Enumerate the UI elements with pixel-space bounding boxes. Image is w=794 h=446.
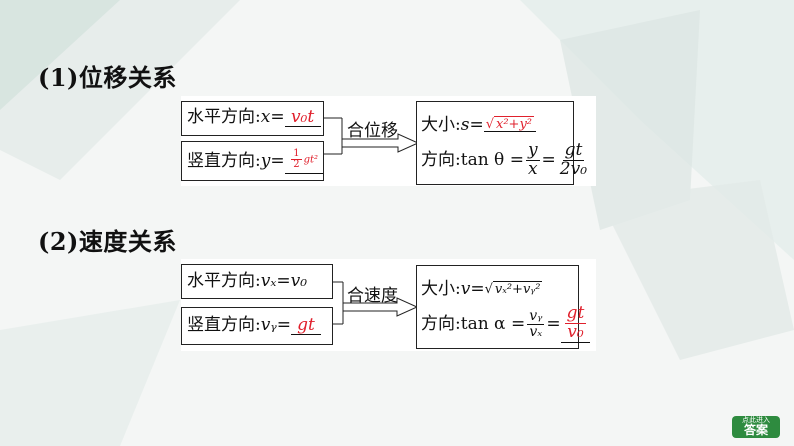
s2-vertical-box: 竖直方向:vᵧ= gt [181,307,333,345]
s2-vertical-var: vᵧ [260,315,277,335]
s1-direction-eq: = [541,149,556,170]
answer-button-text: 答案 [743,423,768,437]
s1-direction-num: y [525,139,540,161]
s1-direction-label: 方向: [421,149,461,170]
s1-magnitude-blank[interactable]: √x²+y² [483,116,537,132]
s2-magnitude-var: v [460,278,471,299]
s2-arrow-label: 合速度 [347,286,398,306]
s1-horizontal-label: 水平方向: [187,107,261,127]
s2-vertical-eq: = [276,315,291,335]
s1-magnitude-row: 大小:s = √x²+y² [421,110,569,140]
s2-magnitude-row: 大小:v = √vₓ²+vᵧ² [421,278,543,299]
s1-direction-answer-num: gt [562,139,585,161]
s2-vertical-blank[interactable]: gt [291,317,321,335]
s2-direction-num: vᵧ [527,307,545,325]
s2-magnitude-label: 大小: [421,278,461,299]
s1-horizontal-var: x [260,107,271,127]
s1-vertical-answer-num: 1 [291,147,302,160]
s1-vertical-answer-tail: gt² [303,154,318,165]
s1-horizontal-box: 水平方向:x=v₀t [181,101,324,136]
s2-direction-func: tan α = [460,313,526,334]
s1-combine-arrow [324,117,420,155]
s1-direction-den: x [527,158,538,179]
s1-magnitude-answer: x²+y² [494,116,535,132]
s1-vertical-label: 竖直方向: [187,150,261,171]
answer-button-small-text: 点此进入 [742,416,770,424]
s2-direction-label: 方向: [421,313,461,334]
section2-heading: (2)速度关系 [38,227,177,256]
s2-direction-eq: = [546,313,561,334]
s2-direction-answer-den: v₀ [567,321,584,342]
s2-direction-answer-num: gt [564,302,587,324]
s2-direction-den: vₓ [529,323,543,340]
s1-horizontal-blank[interactable]: v₀t [284,107,321,127]
s1-magnitude-eq: = [469,114,484,135]
s2-horizontal-expr: vₓ=v₀ [260,271,308,291]
s1-direction-func: tan θ = [460,149,524,170]
s2-vertical-answer: gt [297,315,315,335]
s2-combine-arrow [333,281,419,325]
s2-horizontal-box: 水平方向:vₓ=v₀ [181,264,333,299]
show-answer-button[interactable]: 点此进入 答案 [732,416,780,438]
section1-heading: (1)位移关系 [38,63,177,92]
s2-magnitude-eq: = [470,278,485,299]
s1-vertical-var: y [260,150,271,171]
s2-magnitude-answer: vₓ²+vᵧ² [492,280,543,297]
s1-magnitude-var: s [460,114,470,135]
s1-horizontal-answer: v₀t [290,107,315,127]
s1-vertical-answer-den: 2 [293,159,300,170]
s2-vertical-label: 竖直方向: [187,315,261,335]
s2-horizontal-label: 水平方向: [187,271,261,291]
s1-magnitude-label: 大小: [421,114,461,135]
s1-vertical-eq: = [270,150,285,171]
s1-horizontal-eq: = [270,107,285,127]
s1-arrow-label: 合位移 [347,121,398,141]
s1-direction-answer-den: 2v₀ [559,158,588,179]
